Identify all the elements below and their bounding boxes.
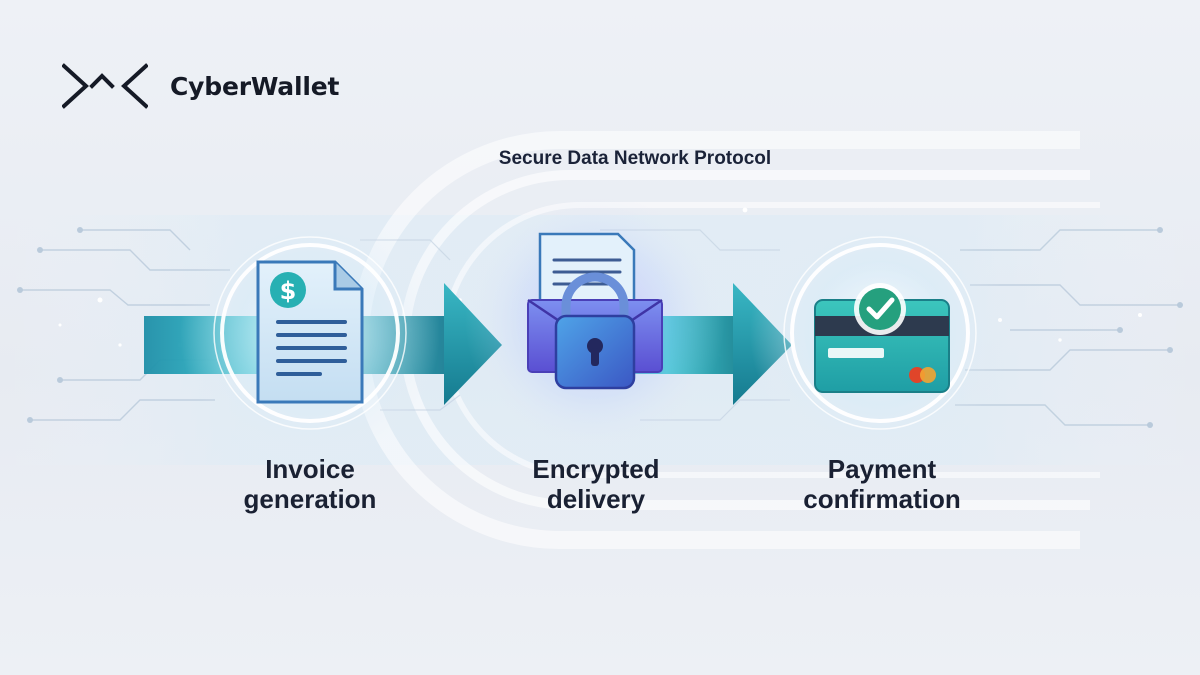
brand-name: CyberWallet — [170, 71, 340, 101]
encrypted-envelope-lock-icon — [527, 232, 663, 390]
step-label-line2: delivery — [546, 484, 646, 514]
step-label-line2: generation — [243, 484, 377, 514]
brand: CyberWallet — [62, 62, 339, 110]
step-label-line1: Payment — [827, 454, 937, 484]
step-label-payment: Payment confirmation — [752, 454, 1012, 514]
invoice-document-icon: $ — [256, 260, 364, 404]
step-label-line1: Encrypted — [532, 454, 660, 484]
protocol-title: Secure Data Network Protocol — [498, 148, 772, 169]
svg-text:$: $ — [280, 277, 297, 305]
step-label-line2: confirmation — [803, 484, 961, 514]
step-label-invoice: Invoice generation — [180, 454, 440, 514]
step-label-line1: Invoice — [265, 454, 355, 484]
chevron-logo-icon — [62, 63, 148, 109]
step-label-encrypted: Encrypted delivery — [466, 454, 726, 514]
credit-card-check-icon — [814, 283, 950, 393]
